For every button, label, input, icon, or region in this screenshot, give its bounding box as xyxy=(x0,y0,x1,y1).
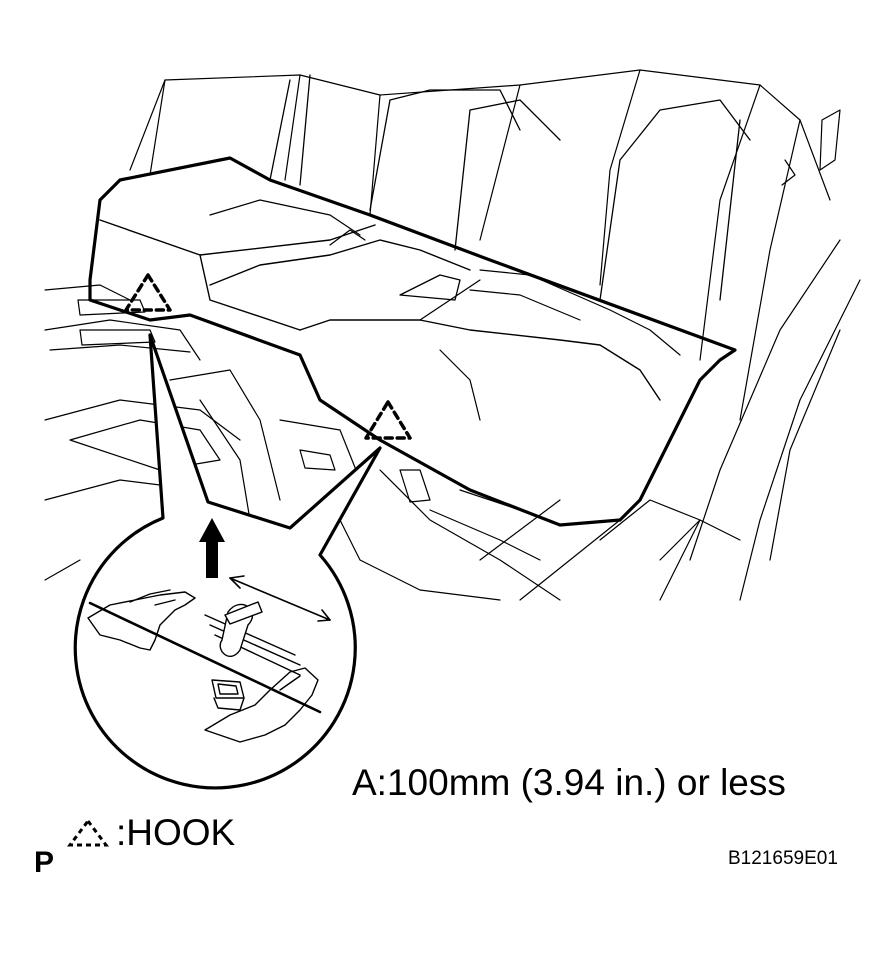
detail-hands-hook xyxy=(87,589,322,743)
detail-callout xyxy=(73,333,382,790)
hook-marker-right xyxy=(364,400,412,440)
lift-direction-arrow xyxy=(199,518,225,578)
floor-lines xyxy=(339,469,561,601)
hook-legend-label: :HOOK xyxy=(116,812,236,853)
seat-backrest xyxy=(269,74,751,301)
vehicle-interior-background xyxy=(129,69,861,601)
dimension-a-arrow xyxy=(229,575,331,622)
dimension-note: A:100mm (3.94 in.) or less xyxy=(352,762,786,803)
dashed-triangle-icon xyxy=(67,818,109,847)
left-door-trim xyxy=(44,284,361,581)
seat-cushion xyxy=(88,156,737,527)
page-marker: P xyxy=(34,846,55,879)
hook-marker-left xyxy=(124,273,172,312)
figure-code: B121659E01 xyxy=(728,848,838,869)
hook-legend: :HOOK xyxy=(66,812,235,854)
